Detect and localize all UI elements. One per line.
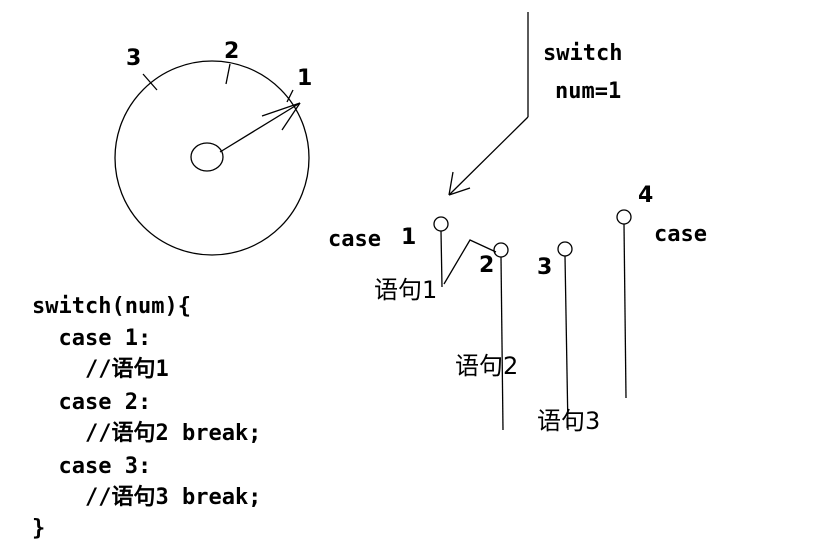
case3-statement: 语句3: [537, 407, 601, 435]
switch-value-label: num=1: [555, 79, 622, 104]
case3-rail: [564, 255, 569, 431]
dial-tick-2: [225, 63, 231, 85]
case1-rail: [440, 230, 443, 288]
case3-number: 3: [537, 255, 553, 280]
case1-number: 1: [401, 225, 417, 250]
case2-statement: 语句2: [455, 352, 519, 380]
dial-label-3: 3: [126, 46, 142, 71]
switch-label: switch: [543, 41, 623, 66]
dial-tick-1: [286, 89, 294, 103]
case1-statement: 语句1: [374, 276, 438, 304]
case3-contact: [557, 241, 573, 257]
dial-label-2: 2: [224, 39, 240, 64]
flow-connector: [443, 239, 497, 285]
dial-pointer-head-a: [261, 102, 301, 117]
code-line: //语句3 break;: [32, 485, 262, 510]
switch-arrow-shaft: [448, 116, 529, 196]
code-line: switch(num){: [32, 294, 191, 319]
case2-contact: [493, 242, 509, 258]
dial-pointer-head-b: [281, 102, 301, 131]
dial-label-1: 1: [297, 66, 313, 91]
code-line: //语句2 break;: [32, 421, 262, 446]
code-line: }: [32, 516, 46, 541]
dial-hub: [190, 142, 224, 172]
code-line: case 1:: [32, 326, 152, 351]
case2-rail: [500, 256, 504, 431]
switch-arrow-head-a: [448, 171, 454, 196]
code-line: case 2:: [32, 390, 152, 415]
code-line: case 3:: [32, 454, 152, 479]
dial-tick-3: [142, 73, 158, 91]
case1-contact: [433, 216, 449, 232]
case2-number: 2: [479, 253, 495, 278]
case4-contact: [616, 209, 632, 225]
case4-rail: [623, 223, 627, 399]
code-line: //语句1: [32, 357, 169, 382]
switch-arrow-head-b: [448, 187, 471, 196]
case1-keyword: case: [328, 227, 381, 252]
dial-outer-circle: [114, 60, 310, 256]
case4-keyword: case: [654, 222, 707, 247]
case4-number: 4: [638, 183, 654, 208]
dial-pointer: [219, 102, 301, 153]
